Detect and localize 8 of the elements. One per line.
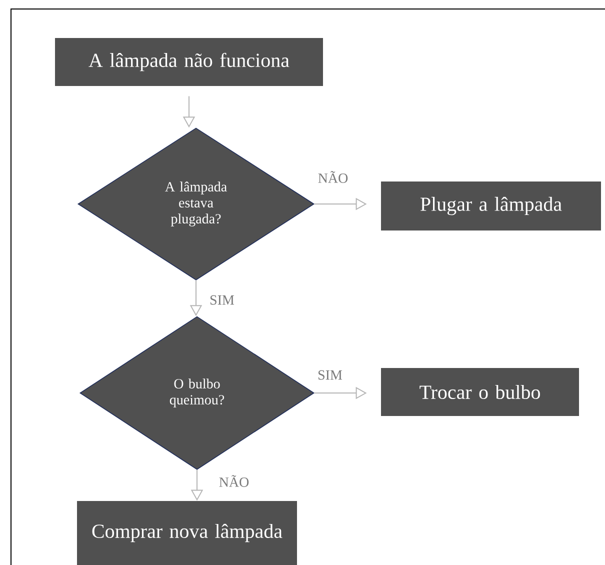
- process-box: A lâmpada não funciona: [55, 38, 323, 86]
- edge-label: NÃO: [316, 170, 350, 184]
- edge-label: SIM: [316, 369, 344, 381]
- edge-label: SIM: [208, 294, 236, 306]
- process-box: Trocar o bulbo: [381, 368, 579, 416]
- process-box: Plugar a lâmpada: [381, 182, 601, 230]
- process-box: Comprar nova lâmpada: [77, 501, 297, 565]
- edge-label: NÃO: [218, 474, 250, 488]
